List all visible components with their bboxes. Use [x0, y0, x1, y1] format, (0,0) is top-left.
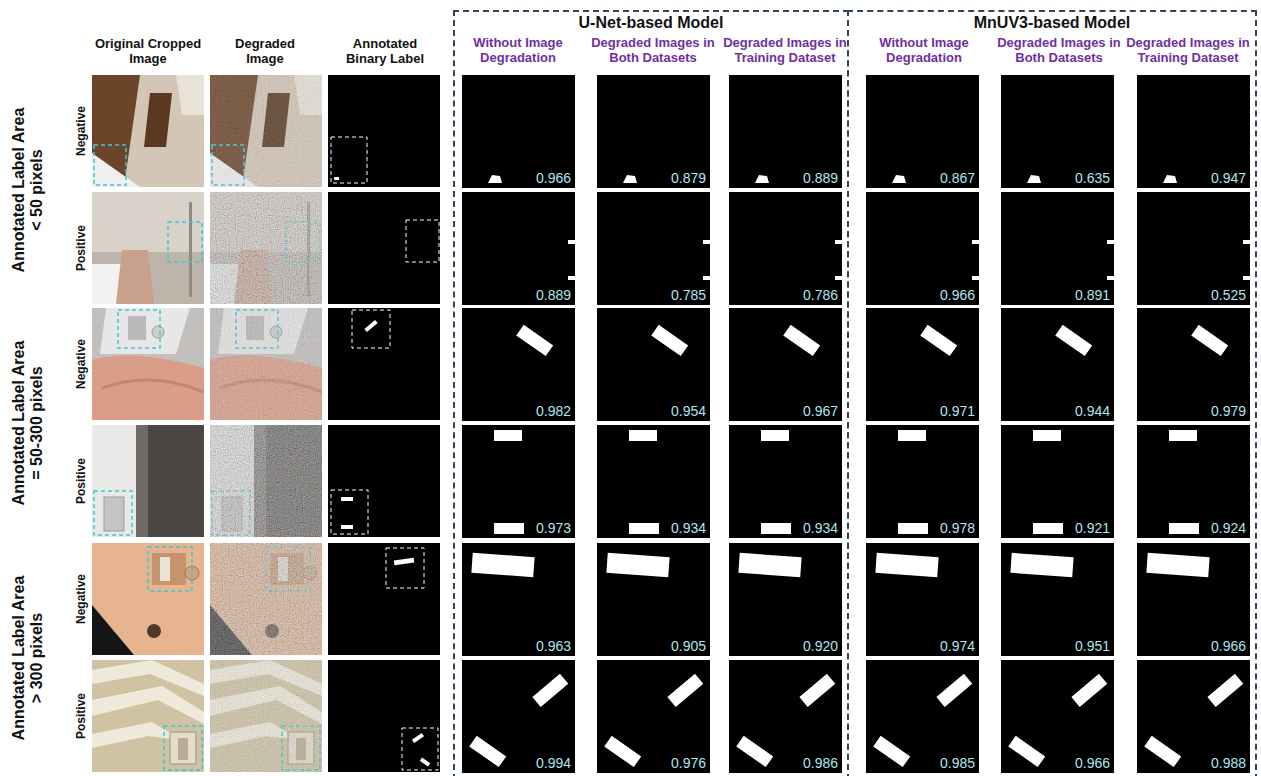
group-title: U-Net-based Model: [521, 14, 781, 32]
dice-score: 0.921: [1075, 520, 1110, 536]
row-group-label: Annotated Label Area < 50 pixels: [10, 103, 47, 278]
mask-panel: 0.966: [866, 192, 979, 305]
dice-score: 0.954: [671, 403, 706, 419]
dice-score: 0.994: [536, 755, 571, 771]
mask-panel: 0.951: [1001, 543, 1114, 656]
dice-score: 0.785: [671, 287, 706, 303]
dice-score: 0.879: [671, 170, 706, 186]
dice-score: 0.976: [671, 755, 706, 771]
column-header: Degraded Image: [228, 37, 302, 67]
row-group-label: Annotated Label Area = 50-300 pixels: [10, 336, 47, 511]
dice-score: 0.934: [671, 520, 706, 536]
dice-score: 0.979: [1211, 403, 1246, 419]
mask-panel: 0.879: [597, 75, 710, 188]
row-class-label: Positive: [75, 208, 89, 288]
mask-panel: 0.891: [1001, 192, 1114, 305]
mask-panel: 0.905: [597, 543, 710, 656]
dice-score: 0.525: [1211, 287, 1246, 303]
mask-panel: 0.986: [729, 660, 842, 773]
dice-score: 0.966: [536, 170, 571, 186]
mask-panel: 0.954: [597, 308, 710, 421]
mask-panel: 0.921: [1001, 425, 1114, 538]
mask-panel: 0.934: [729, 425, 842, 538]
dice-score: 0.947: [1211, 170, 1246, 186]
dice-score: 0.905: [671, 638, 706, 654]
dice-score: 0.891: [1075, 287, 1110, 303]
mask-panel: 0.867: [866, 75, 979, 188]
mask-panel: 0.947: [1137, 75, 1250, 188]
column-header: Original Cropped Image: [89, 37, 207, 67]
mask-panel: 0.982: [462, 308, 575, 421]
column-header: Annotated Binary Label: [339, 37, 431, 67]
row-class-label: Negative: [75, 324, 89, 404]
dice-score: 0.924: [1211, 520, 1246, 536]
dice-score: 0.635: [1075, 170, 1110, 186]
mask-panel: 0.967: [729, 308, 842, 421]
dice-score: 0.982: [536, 403, 571, 419]
dice-score: 0.988: [1211, 755, 1246, 771]
mask-panel: 0.924: [1137, 425, 1250, 538]
mask-panel: 0.979: [1137, 308, 1250, 421]
column-header: Without Image Degradation: [454, 36, 582, 66]
dice-score: 0.963: [536, 638, 571, 654]
model-group-box: U-Net-based ModelWithout Image Degradati…: [453, 10, 849, 776]
dice-score: 0.986: [803, 755, 838, 771]
mask-panel: 0.963: [462, 543, 575, 656]
column-header: Degraded Images in Training Dataset: [1124, 36, 1252, 66]
dice-score: 0.786: [803, 287, 838, 303]
mask-panel: 0.974: [866, 543, 979, 656]
dice-score: 0.985: [940, 755, 975, 771]
mask-panel: 0.966: [1001, 660, 1114, 773]
mask-panel: 0.985: [866, 660, 979, 773]
row-class-label: Positive: [75, 676, 89, 756]
mask-panel: 0.944: [1001, 308, 1114, 421]
row-group-label: Annotated Label Area > 300 pixels: [10, 571, 47, 746]
mask-panel: 0.966: [462, 75, 575, 188]
mask-panel: 0.635: [1001, 75, 1114, 188]
mask-panel: 0.920: [729, 543, 842, 656]
column-header: Degraded Images in Both Datasets: [589, 36, 717, 66]
dice-score: 0.889: [803, 170, 838, 186]
row-class-label: Negative: [75, 559, 89, 639]
mask-panel: 0.973: [462, 425, 575, 538]
mask-panel: 0.889: [462, 192, 575, 305]
dice-score: 0.920: [803, 638, 838, 654]
mask-panel: 0.934: [597, 425, 710, 538]
mask-panel: 0.971: [866, 308, 979, 421]
mask-panel: 0.976: [597, 660, 710, 773]
dice-score: 0.978: [940, 520, 975, 536]
mask-panel: 0.994: [462, 660, 575, 773]
mask-panel: 0.785: [597, 192, 710, 305]
dice-score: 0.934: [803, 520, 838, 536]
dice-score: 0.966: [1211, 638, 1246, 654]
column-header: Degraded Images in Both Datasets: [995, 36, 1123, 66]
dice-score: 0.973: [536, 520, 571, 536]
group-title: MnUV3-based Model: [922, 14, 1182, 32]
dice-score: 0.944: [1075, 403, 1110, 419]
mask-panel: 0.786: [729, 192, 842, 305]
dice-score: 0.971: [940, 403, 975, 419]
row-class-label: Negative: [75, 91, 89, 171]
mask-panel: 0.988: [1137, 660, 1250, 773]
row-class-label: Positive: [75, 441, 89, 521]
dice-score: 0.951: [1075, 638, 1110, 654]
dice-score: 0.889: [536, 287, 571, 303]
mask-panel: 0.525: [1137, 192, 1250, 305]
column-header: Without Image Degradation: [860, 36, 988, 66]
dice-score: 0.867: [940, 170, 975, 186]
dice-score: 0.967: [803, 403, 838, 419]
mask-panel: 0.966: [1137, 543, 1250, 656]
dice-score: 0.966: [1075, 755, 1110, 771]
dice-score: 0.974: [940, 638, 975, 654]
model-group-box: MnUV3-based ModelWithout Image Degradati…: [847, 10, 1257, 776]
mask-panel: 0.978: [866, 425, 979, 538]
dice-score: 0.966: [940, 287, 975, 303]
mask-panel: 0.889: [729, 75, 842, 188]
column-header: Degraded Images in Training Dataset: [721, 36, 849, 66]
